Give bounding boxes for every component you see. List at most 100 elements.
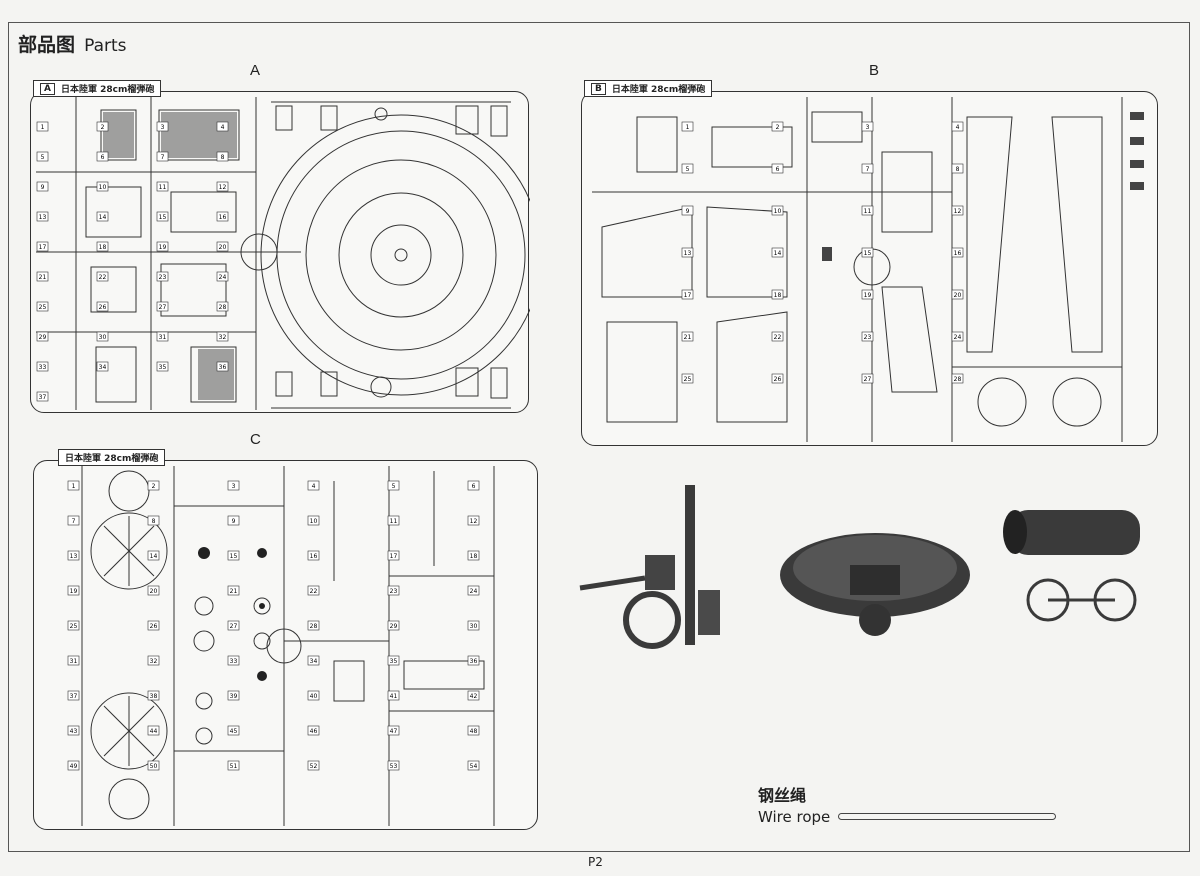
svg-text:26: 26 — [99, 304, 107, 311]
svg-text:53: 53 — [390, 763, 398, 770]
svg-text:25: 25 — [684, 376, 692, 383]
svg-text:19: 19 — [864, 292, 872, 299]
assembly-renders — [579, 485, 1140, 649]
svg-text:10: 10 — [774, 208, 782, 215]
part-number-c-18: 18 — [467, 550, 480, 561]
part-number-a-4: 4 — [216, 121, 229, 132]
part-number-a-23: 23 — [156, 271, 169, 282]
part-number-b-6: 6 — [771, 163, 784, 174]
part-number-a-36: 36 — [216, 361, 229, 372]
svg-text:35: 35 — [159, 364, 167, 371]
part-number-b-25: 25 — [681, 373, 694, 384]
part-number-a-37: 37 — [36, 391, 49, 402]
svg-text:11: 11 — [864, 208, 872, 215]
sprue-b-tag-title: 日本陸軍 28cm榴弾砲 — [611, 85, 706, 95]
part-number-b-24: 24 — [951, 331, 964, 342]
part-number-b-26: 26 — [771, 373, 784, 384]
sprue-b-tag: B 日本陸軍 28cm榴弾砲 — [584, 80, 713, 97]
part-number-b-16: 16 — [951, 247, 964, 258]
part-number-c-11: 11 — [387, 515, 400, 526]
part-number-a-29: 29 — [36, 331, 49, 342]
howitzer-render — [1003, 510, 1140, 622]
part-number-c-36: 36 — [467, 655, 480, 666]
part-number-b-21: 21 — [681, 331, 694, 342]
svg-text:8: 8 — [221, 154, 225, 161]
part-number-a-18: 18 — [96, 241, 109, 252]
svg-text:7: 7 — [866, 166, 870, 173]
svg-text:27: 27 — [864, 376, 872, 383]
part-number-c-26: 26 — [147, 620, 160, 631]
part-number-c-13: 13 — [67, 550, 80, 561]
svg-text:17: 17 — [39, 244, 47, 251]
part-number-b-27: 27 — [861, 373, 874, 384]
part-number-b-12: 12 — [951, 205, 964, 216]
svg-text:15: 15 — [230, 553, 238, 560]
part-number-c-42: 42 — [467, 690, 480, 701]
svg-text:52: 52 — [310, 763, 318, 770]
svg-text:3: 3 — [866, 124, 870, 131]
part-number-c-39: 39 — [227, 690, 240, 701]
part-number-b-3: 3 — [861, 121, 874, 132]
sprue-b-label: B — [869, 62, 880, 79]
svg-text:9: 9 — [686, 208, 690, 215]
svg-text:49: 49 — [70, 763, 78, 770]
svg-text:21: 21 — [684, 334, 692, 341]
svg-text:37: 37 — [70, 693, 78, 700]
svg-text:35: 35 — [390, 658, 398, 665]
svg-text:13: 13 — [684, 250, 692, 257]
part-number-c-41: 41 — [387, 690, 400, 701]
svg-text:25: 25 — [39, 304, 47, 311]
svg-text:54: 54 — [470, 763, 478, 770]
svg-text:34: 34 — [99, 364, 107, 371]
part-number-b-1: 1 — [681, 121, 694, 132]
svg-text:20: 20 — [150, 588, 158, 595]
svg-text:25: 25 — [70, 623, 78, 630]
part-number-c-24: 24 — [467, 585, 480, 596]
svg-text:45: 45 — [230, 728, 238, 735]
svg-text:31: 31 — [70, 658, 78, 665]
part-number-c-17: 17 — [387, 550, 400, 561]
svg-text:16: 16 — [219, 214, 227, 221]
part-number-b-7: 7 — [861, 163, 874, 174]
svg-text:43: 43 — [70, 728, 78, 735]
svg-text:20: 20 — [954, 292, 962, 299]
svg-text:32: 32 — [150, 658, 158, 665]
part-number-c-30: 30 — [467, 620, 480, 631]
part-number-c-29: 29 — [387, 620, 400, 631]
part-number-b-11: 11 — [861, 205, 874, 216]
svg-text:24: 24 — [470, 588, 478, 595]
svg-text:1: 1 — [41, 124, 45, 131]
svg-text:15: 15 — [159, 214, 167, 221]
svg-text:8: 8 — [956, 166, 960, 173]
part-number-a-11: 11 — [156, 181, 169, 192]
svg-text:21: 21 — [230, 588, 238, 595]
part-number-b-20: 20 — [951, 289, 964, 300]
part-number-c-12: 12 — [467, 515, 480, 526]
part-number-c-10: 10 — [307, 515, 320, 526]
svg-text:29: 29 — [39, 334, 47, 341]
svg-text:42: 42 — [470, 693, 478, 700]
part-number-c-23: 23 — [387, 585, 400, 596]
part-number-a-19: 19 — [156, 241, 169, 252]
svg-text:4: 4 — [312, 483, 316, 490]
part-number-c-52: 52 — [307, 760, 320, 771]
part-number-c-27: 27 — [227, 620, 240, 631]
svg-text:47: 47 — [390, 728, 398, 735]
svg-text:7: 7 — [161, 154, 165, 161]
part-number-c-50: 50 — [147, 760, 160, 771]
part-number-c-53: 53 — [387, 760, 400, 771]
svg-text:14: 14 — [99, 214, 107, 221]
part-number-c-25: 25 — [67, 620, 80, 631]
part-number-c-2: 2 — [147, 480, 160, 491]
svg-text:33: 33 — [230, 658, 238, 665]
svg-text:14: 14 — [150, 553, 158, 560]
part-number-c-6: 6 — [467, 480, 480, 491]
part-number-c-14: 14 — [147, 550, 160, 561]
svg-text:1: 1 — [686, 124, 690, 131]
sprue-a-tag-letter: A — [40, 82, 55, 95]
svg-text:28: 28 — [954, 376, 962, 383]
part-number-a-15: 15 — [156, 211, 169, 222]
part-number-a-33: 33 — [36, 361, 49, 372]
